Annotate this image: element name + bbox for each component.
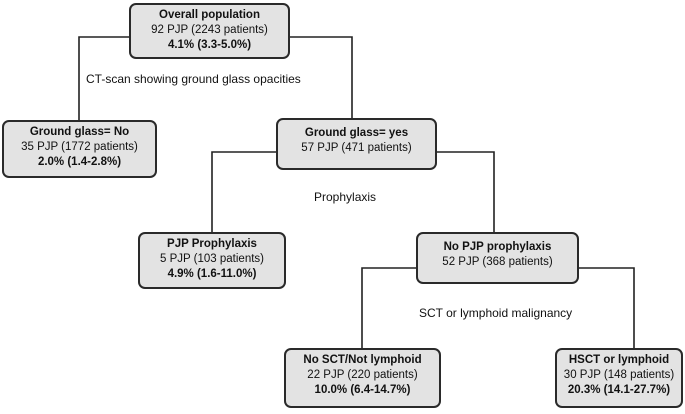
node-title: Ground glass= yes bbox=[304, 127, 409, 139]
node-count: 52 PJP (368 patients) bbox=[442, 256, 553, 268]
node-ground-glass-no: Ground glass= No 35 PJP (1772 patients) … bbox=[2, 120, 157, 178]
edge-noproph-to-hsct bbox=[579, 267, 635, 348]
split-label-prophylaxis: Prophylaxis bbox=[314, 190, 377, 204]
node-rate: 2.0% (1.4-2.8%) bbox=[37, 156, 122, 168]
node-rate: 4.1% (3.3-5.0%) bbox=[167, 39, 252, 51]
node-no-sct-not-lymphoid: No SCT/Not lymphoid 22 PJP (220 patients… bbox=[284, 348, 441, 408]
node-count: 30 PJP (148 patients) bbox=[563, 369, 675, 381]
node-ground-glass-yes: Ground glass= yes 57 PJP (471 patients) bbox=[276, 118, 437, 170]
node-count: 57 PJP (471 patients) bbox=[301, 142, 412, 154]
node-count: 22 PJP (220 patients) bbox=[307, 369, 418, 381]
edge-overall-to-gg-no bbox=[78, 36, 129, 120]
split-label-ct: CT-scan showing ground glass opacities bbox=[86, 72, 301, 86]
node-no-pjp-prophylaxis: No PJP prophylaxis 52 PJP (368 patients) bbox=[416, 232, 579, 284]
edge-ggyes-to-proph bbox=[211, 151, 276, 232]
node-title: No PJP prophylaxis bbox=[443, 241, 552, 253]
edge-overall-to-gg-yes bbox=[290, 36, 353, 118]
node-count: 35 PJP (1772 patients) bbox=[21, 141, 138, 153]
node-overall-population: Overall population 92 PJP (2243 patients… bbox=[129, 3, 290, 59]
node-title: Ground glass= No bbox=[29, 126, 130, 138]
node-rate: 4.9% (1.6-11.0%) bbox=[167, 268, 257, 280]
node-count: 92 PJP (2243 patients) bbox=[151, 24, 268, 36]
node-rate: 10.0% (6.4-14.7%) bbox=[314, 384, 411, 396]
node-title: No SCT/Not lymphoid bbox=[303, 354, 422, 366]
edge-ggyes-to-noproph bbox=[437, 151, 495, 232]
node-pjp-prophylaxis: PJP Prophylaxis 5 PJP (103 patients) 4.9… bbox=[138, 232, 286, 289]
node-hsct-or-lymphoid: HSCT or lymphoid 30 PJP (148 patients) 2… bbox=[555, 348, 683, 408]
node-title: PJP Prophylaxis bbox=[167, 238, 257, 250]
node-title: Overall population bbox=[159, 9, 260, 21]
node-title: HSCT or lymphoid bbox=[568, 354, 670, 366]
split-label-sct: SCT or lymphoid malignancy bbox=[419, 306, 573, 320]
edge-noproph-to-nosct bbox=[361, 267, 416, 348]
node-rate: 20.3% (14.1-27.7%) bbox=[567, 384, 671, 396]
node-count: 5 PJP (103 patients) bbox=[160, 253, 264, 265]
